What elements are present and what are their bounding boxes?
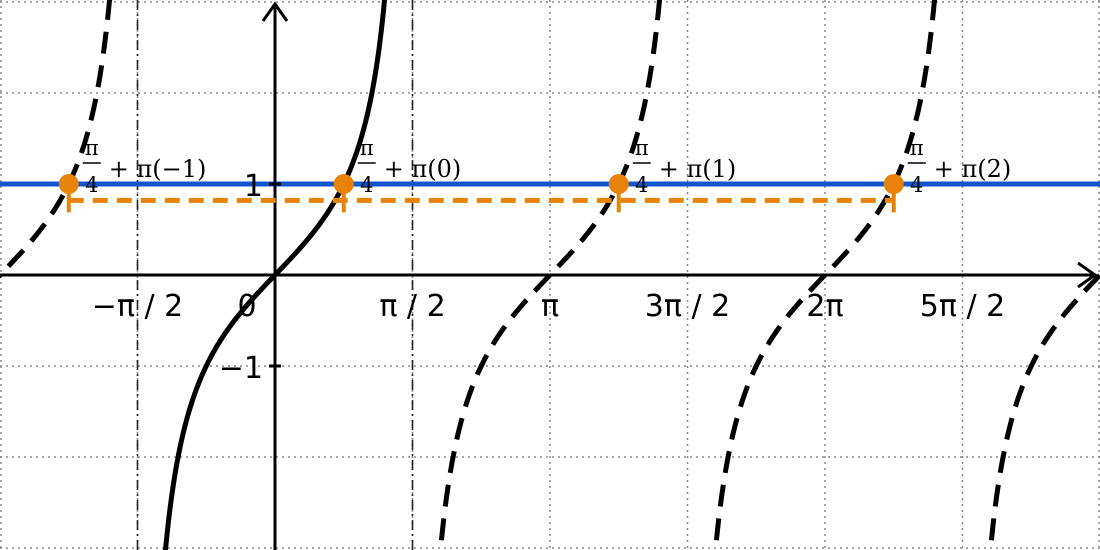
y-axis-arrow (261, 1, 289, 22)
x-axis-arrow (1077, 261, 1098, 289)
annotation-denominator: 4 (85, 173, 98, 197)
annotation-suffix: + π(−1) (109, 155, 207, 183)
y-tick-label: 1 (244, 169, 263, 204)
annotations: π 4 + π(−1) π 4 + π(0) π 4 + π(1) π 4 + π(2) (82, 136, 1012, 197)
x-tick-label: 2π (806, 289, 843, 324)
annotation-suffix: + π(2) (934, 155, 1012, 183)
x-tick-label: π (541, 289, 559, 324)
annotation-denominator: 4 (635, 173, 648, 197)
x-tick-label: 5π / 2 (920, 289, 1005, 324)
annotation-suffix: + π(0) (384, 155, 462, 183)
x-tick-label: π / 2 (379, 289, 445, 324)
annotation-numerator: π (360, 136, 374, 160)
annotation-numerator: π (635, 136, 649, 160)
y-tick-label: −1 (219, 351, 263, 386)
annotation-label: π 4 + π(−1) (82, 136, 207, 197)
x-tick-label: 0 (237, 289, 256, 324)
tick-labels: −π / 2 0 π / 2 π 3π / 2 2π 5π / 2 1 −1 (92, 169, 1005, 386)
intersection-point (883, 174, 904, 194)
x-tick-label: −π / 2 (92, 289, 183, 324)
intersection-point (333, 174, 354, 194)
annotation-denominator: 4 (910, 173, 923, 197)
annotation-label: π 4 + π(0) (357, 136, 462, 197)
annotation-label: π 4 + π(2) (907, 136, 1012, 197)
intersection-point (58, 174, 79, 194)
annotation-numerator: π (85, 136, 99, 160)
intersection-points (58, 174, 904, 194)
annotation-label: π 4 + π(1) (632, 136, 737, 197)
x-tick-label: 3π / 2 (645, 289, 730, 324)
tangent-curve-dashed (437, 0, 663, 550)
annotation-numerator: π (910, 136, 924, 160)
annotation-suffix: + π(1) (659, 155, 737, 183)
annotation-denominator: 4 (360, 173, 373, 197)
period-markers (66, 188, 896, 213)
tangent-curve-dashed (712, 0, 938, 550)
intersection-point (608, 174, 629, 194)
